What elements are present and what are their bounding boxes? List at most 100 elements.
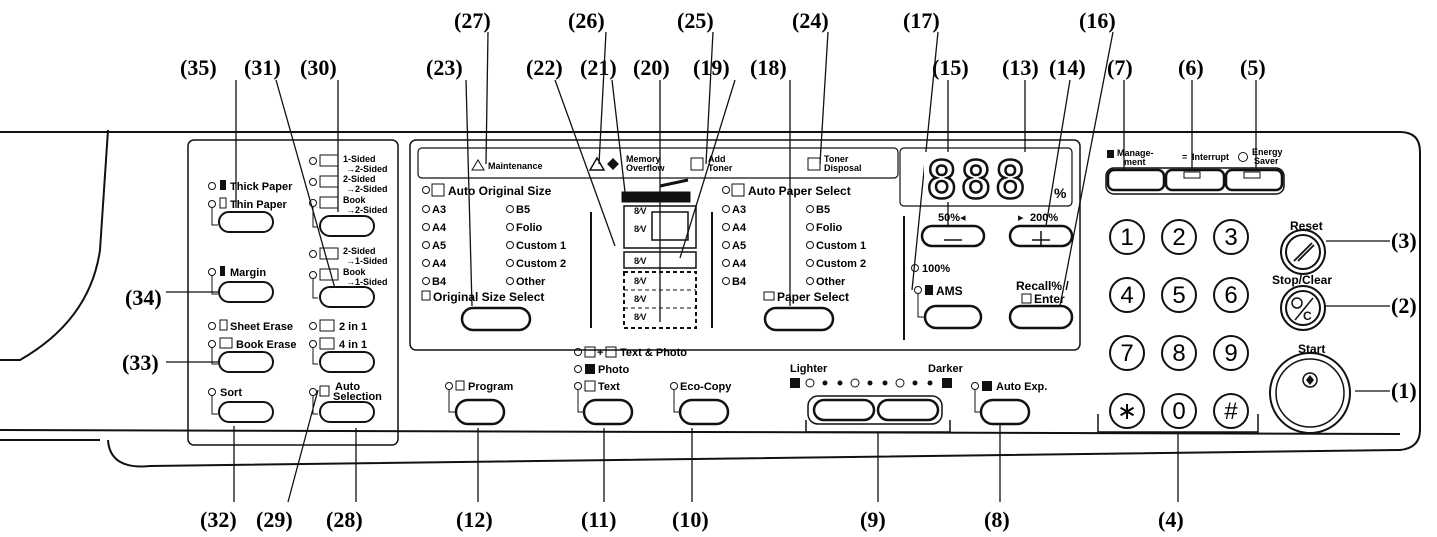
original-size-select-label: Original Size Select bbox=[433, 290, 544, 304]
callout-7: (7) bbox=[1107, 55, 1133, 80]
callout-1: (1) bbox=[1391, 378, 1417, 403]
stop-clear-icon: C bbox=[1291, 297, 1314, 323]
zoom-minus-button[interactable] bbox=[920, 224, 986, 248]
eco-copy-button[interactable] bbox=[678, 398, 730, 426]
callout-27: (27) bbox=[454, 8, 491, 33]
text-label: Text bbox=[598, 381, 620, 393]
paper-size-lamp bbox=[806, 223, 814, 231]
interrupt-label: Interrupt bbox=[1192, 152, 1229, 162]
keypad-key-label: ∗ bbox=[1117, 398, 1137, 425]
erase-button[interactable] bbox=[218, 351, 274, 373]
callout-24: (24) bbox=[792, 8, 829, 33]
keypad-key[interactable] bbox=[1161, 219, 1197, 255]
split-2-label: Book bbox=[343, 267, 366, 277]
paper-select-button[interactable] bbox=[763, 306, 835, 332]
keypad-key[interactable] bbox=[1213, 393, 1249, 429]
keypad-key[interactable] bbox=[1109, 277, 1145, 313]
combine-4in1-label: 4 in 1 bbox=[339, 339, 367, 351]
auto-selection-label-1: Auto bbox=[335, 381, 360, 393]
callout-21: (21) bbox=[580, 55, 617, 80]
original-size-label: A3 bbox=[432, 204, 446, 216]
paper-size-lamp bbox=[722, 259, 730, 267]
density-dot bbox=[867, 380, 873, 386]
display-zoom-group: 888 % 50% ◂ ▸ 200% 100% AMS Recall% / En… bbox=[899, 147, 1074, 340]
program-label: Program bbox=[468, 381, 513, 393]
recall-label-1: Recall% / bbox=[1016, 279, 1069, 293]
original-size-label: B4 bbox=[432, 276, 447, 288]
keypad-key-label: # bbox=[1224, 398, 1238, 425]
ams-label: AMS bbox=[936, 284, 963, 298]
callout-26: (26) bbox=[568, 8, 605, 33]
thick-paper-label: Thick Paper bbox=[230, 181, 293, 193]
keypad-key[interactable] bbox=[1161, 335, 1197, 371]
sort-button[interactable] bbox=[218, 401, 274, 423]
split-button[interactable] bbox=[319, 286, 375, 308]
auto-selection-button[interactable] bbox=[319, 401, 375, 423]
svg-text:▸: ▸ bbox=[1018, 212, 1024, 224]
density-dot bbox=[822, 380, 828, 386]
paper-type-button[interactable] bbox=[218, 211, 274, 233]
original-size-label: Other bbox=[516, 276, 546, 288]
split-2b-label: →1-Sided bbox=[346, 277, 388, 287]
original-size-select-button[interactable] bbox=[460, 306, 532, 332]
keypad-key[interactable] bbox=[1161, 393, 1197, 429]
keypad-key[interactable] bbox=[1109, 219, 1145, 255]
duplex-button[interactable] bbox=[319, 215, 375, 237]
lighter-button[interactable] bbox=[812, 398, 876, 422]
management-button[interactable] bbox=[1106, 168, 1166, 192]
toner-disposal-label-2: Disposal bbox=[824, 163, 862, 173]
sheet-erase-label: Sheet Erase bbox=[230, 321, 293, 333]
memory-label-1: Memory bbox=[626, 154, 661, 164]
paper-size-label: A3 bbox=[732, 204, 746, 216]
original-size-label: Custom 2 bbox=[516, 258, 566, 270]
stop-clear-button[interactable] bbox=[1280, 285, 1326, 331]
margin-button[interactable] bbox=[218, 281, 274, 303]
paper-size-lamp bbox=[806, 277, 814, 285]
callout-2: (2) bbox=[1391, 293, 1417, 318]
start-button[interactable] bbox=[1269, 352, 1351, 434]
original-size-lamp bbox=[506, 223, 514, 231]
program-button[interactable] bbox=[454, 398, 506, 426]
zoom-100-label: 100% bbox=[922, 263, 950, 275]
callout-25: (25) bbox=[677, 8, 714, 33]
memory-label-2: Overflow bbox=[626, 163, 666, 173]
recall-enter-button[interactable] bbox=[1008, 304, 1074, 330]
book-erase-label: Book Erase bbox=[236, 339, 297, 351]
toner-disposal-label-1: Toner bbox=[824, 154, 849, 164]
callout-29: (29) bbox=[256, 507, 293, 532]
svg-text:◂: ◂ bbox=[960, 212, 966, 224]
combine-button[interactable] bbox=[319, 351, 375, 373]
keypad-key[interactable] bbox=[1109, 393, 1145, 429]
image-quality-button[interactable] bbox=[582, 398, 634, 426]
keypad-key[interactable] bbox=[1213, 219, 1249, 255]
keypad-key[interactable] bbox=[1109, 335, 1145, 371]
center-subpanel bbox=[409, 139, 1081, 351]
density-dot bbox=[805, 378, 815, 388]
svg-text:8⁄V: 8⁄V bbox=[634, 312, 647, 322]
callout-32: (32) bbox=[200, 507, 237, 532]
energy-saver-button[interactable] bbox=[1224, 168, 1284, 192]
callout-18: (18) bbox=[750, 55, 787, 80]
keypad-key[interactable] bbox=[1213, 277, 1249, 313]
paper-select-label: Paper Select bbox=[777, 290, 849, 304]
paper-size-label: B4 bbox=[732, 276, 747, 288]
density-dot bbox=[882, 380, 888, 386]
ams-button[interactable] bbox=[923, 304, 983, 330]
svg-text:8⁄V: 8⁄V bbox=[634, 276, 647, 286]
keypad-key[interactable] bbox=[1161, 277, 1197, 313]
keypad-key-label: 8 bbox=[1172, 340, 1185, 367]
lighter-label: Lighter bbox=[790, 363, 828, 375]
paper-size-label: Folio bbox=[816, 222, 843, 234]
stop-clear-label: Stop/Clear bbox=[1272, 273, 1332, 287]
reset-icon bbox=[1293, 242, 1315, 262]
interrupt-button[interactable] bbox=[1164, 168, 1226, 192]
paper-size-lamp bbox=[806, 241, 814, 249]
add-toner-label-1: Add bbox=[708, 154, 726, 164]
density-dot bbox=[850, 378, 860, 388]
keypad-key[interactable] bbox=[1213, 335, 1249, 371]
darker-button[interactable] bbox=[876, 398, 940, 422]
auto-exposure-button[interactable] bbox=[979, 398, 1031, 426]
